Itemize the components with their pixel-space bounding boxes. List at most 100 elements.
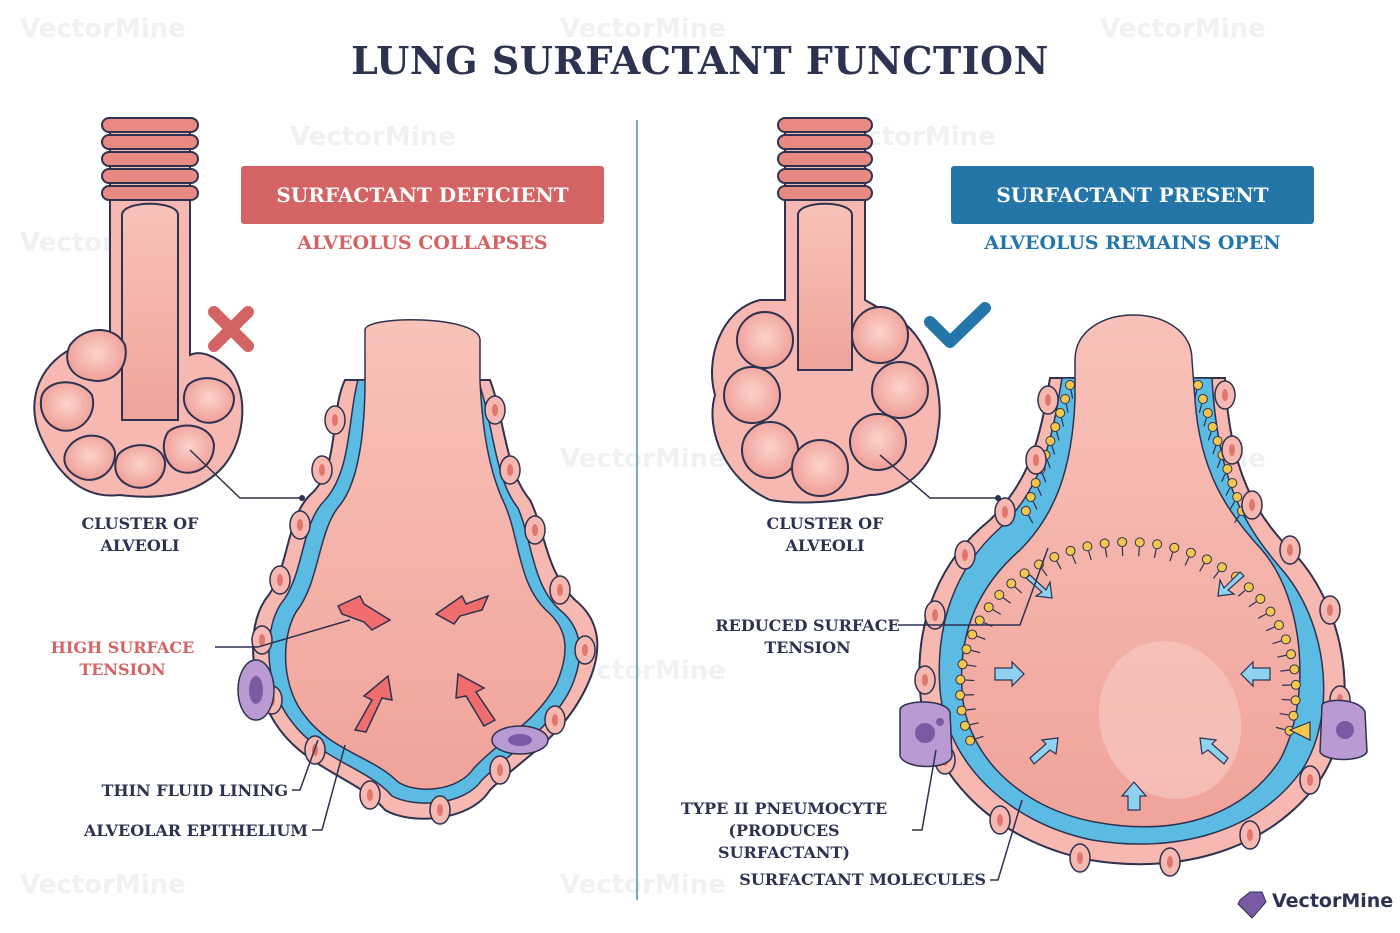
surfactant-molecule <box>1290 695 1301 706</box>
surfactant-molecule <box>1280 634 1291 645</box>
surfactant-molecule <box>956 705 967 716</box>
page-title: LUNG SURFACTANT FUNCTION <box>351 38 1049 83</box>
surfactant-molecule <box>1019 568 1030 579</box>
surfactant-tail <box>971 649 981 654</box>
present-banner: SURFACTANT PRESENT <box>951 166 1314 224</box>
surfactant-tail <box>1212 445 1217 455</box>
surfactant-molecule <box>1222 464 1233 474</box>
surfactant-molecule <box>1134 537 1145 548</box>
reduced-tension-arrows <box>994 571 1311 811</box>
surfactant-molecule <box>1197 394 1208 404</box>
surfactant-molecule <box>994 589 1005 600</box>
surfactant-tail <box>1194 389 1198 399</box>
surfactant-molecule <box>1169 542 1180 553</box>
surfactant-molecule <box>1020 506 1031 516</box>
surfactant-molecule <box>1202 408 1213 418</box>
surfactant-molecule <box>983 602 994 613</box>
brand: VectorMine <box>1240 890 1393 912</box>
surfactant-tail <box>1104 548 1108 558</box>
checkmark-icon <box>924 302 991 348</box>
surfactant-tail <box>1229 501 1236 510</box>
surfactant-tail <box>1279 712 1289 716</box>
surfactant-tail <box>1002 597 1011 604</box>
surfactant-molecule <box>1025 492 1036 502</box>
surfactant-molecule <box>974 615 985 626</box>
surfactant-molecule <box>1030 478 1041 488</box>
surfactant-molecule <box>1288 710 1299 721</box>
right-alveoli-cluster <box>711 117 941 504</box>
surfactant-molecule <box>1050 422 1061 432</box>
surfactant-molecule <box>1065 545 1076 556</box>
watermark: VectorMine <box>290 122 456 152</box>
surfactant-tail <box>966 708 976 711</box>
surfactant-molecule <box>955 674 966 685</box>
surfactant-tail <box>969 722 979 726</box>
surfactant-molecule <box>1065 380 1075 390</box>
watermark: VectorMine <box>20 870 186 900</box>
surfactant-molecule <box>1243 582 1254 593</box>
surfactant-molecule <box>1117 537 1128 548</box>
surfactant-tail <box>1169 552 1174 562</box>
surfactant-molecule <box>1045 436 1056 446</box>
high-tension-arrows <box>336 594 497 733</box>
watermark: VectorMine <box>560 870 726 900</box>
surfactant-molecule <box>957 659 968 670</box>
surfactant-molecule <box>1216 562 1227 573</box>
surfactant-molecule <box>955 690 966 701</box>
surfactant-tail <box>965 679 975 682</box>
pneumocyte-label: TYPE II PNEUMOCYTE(PRODUCES SURFACTANT) <box>680 799 888 862</box>
surfactant-molecule <box>1201 554 1212 565</box>
watermark: VectorMine <box>20 14 186 44</box>
deficient-banner: SURFACTANT DEFICIENT <box>241 166 604 224</box>
vectormine-logo-icon <box>1237 891 1267 919</box>
surfactant-tail <box>1071 555 1077 565</box>
present-subtitle: ALVEOLUS REMAINS OPEN <box>984 232 1281 254</box>
surfactant-molecule <box>1099 538 1110 549</box>
surfactant-tail <box>1234 514 1240 524</box>
surfactant-tail <box>1199 563 1205 572</box>
surfactant-tail <box>1281 698 1291 701</box>
surfactant-tail <box>1138 547 1140 557</box>
surfactant-tail <box>1088 551 1092 561</box>
surfactant-molecule <box>961 644 972 655</box>
surfactant-tail <box>1272 640 1282 645</box>
surfactant-molecule <box>1286 649 1297 660</box>
surfactant-tail <box>1153 549 1157 559</box>
surfactant-tail <box>1046 459 1051 469</box>
surfactant-molecule <box>965 735 976 746</box>
surfactant-tail <box>1041 473 1047 483</box>
surfactant-tail <box>1070 389 1074 399</box>
surfactant-tail <box>1275 726 1285 731</box>
surfactant-tail <box>1257 613 1267 619</box>
surfactant-tail <box>1248 601 1257 608</box>
watermark: VectorMine <box>1100 14 1266 44</box>
surfactant-molecule <box>1290 679 1301 690</box>
surfactant-molecule <box>1055 408 1066 418</box>
surfactant-molecule <box>1273 620 1284 631</box>
panel-divider <box>636 120 638 900</box>
left-alveoli-cluster <box>33 117 244 498</box>
surfactant-tail <box>1265 626 1275 632</box>
surfactant-molecule <box>1006 578 1017 589</box>
surfactant-molecule <box>1232 492 1243 502</box>
surfactant-tail <box>1203 417 1207 427</box>
surfactant-molecule <box>1207 422 1218 432</box>
surfactant-tail <box>1041 568 1048 577</box>
cluster-pointer <box>189 449 302 499</box>
surfactant-molecule <box>1185 547 1196 558</box>
surfactant-molecule <box>1255 593 1266 604</box>
surfactant-molecule <box>1082 541 1093 552</box>
surfactant-tail <box>1051 445 1056 455</box>
surfactant-molecule <box>1049 551 1060 562</box>
surfactant-tail <box>1277 654 1287 658</box>
surfactant-tail <box>1212 570 1220 579</box>
surfactant-molecule <box>1193 380 1203 390</box>
surfactant-tail <box>1225 487 1231 496</box>
deficient-subtitle: ALVEOLUS COLLAPSES <box>297 232 548 254</box>
surfactant-tail <box>1216 459 1222 469</box>
surfactant-molecule <box>1060 394 1071 404</box>
surfactant-tail <box>1032 501 1038 510</box>
